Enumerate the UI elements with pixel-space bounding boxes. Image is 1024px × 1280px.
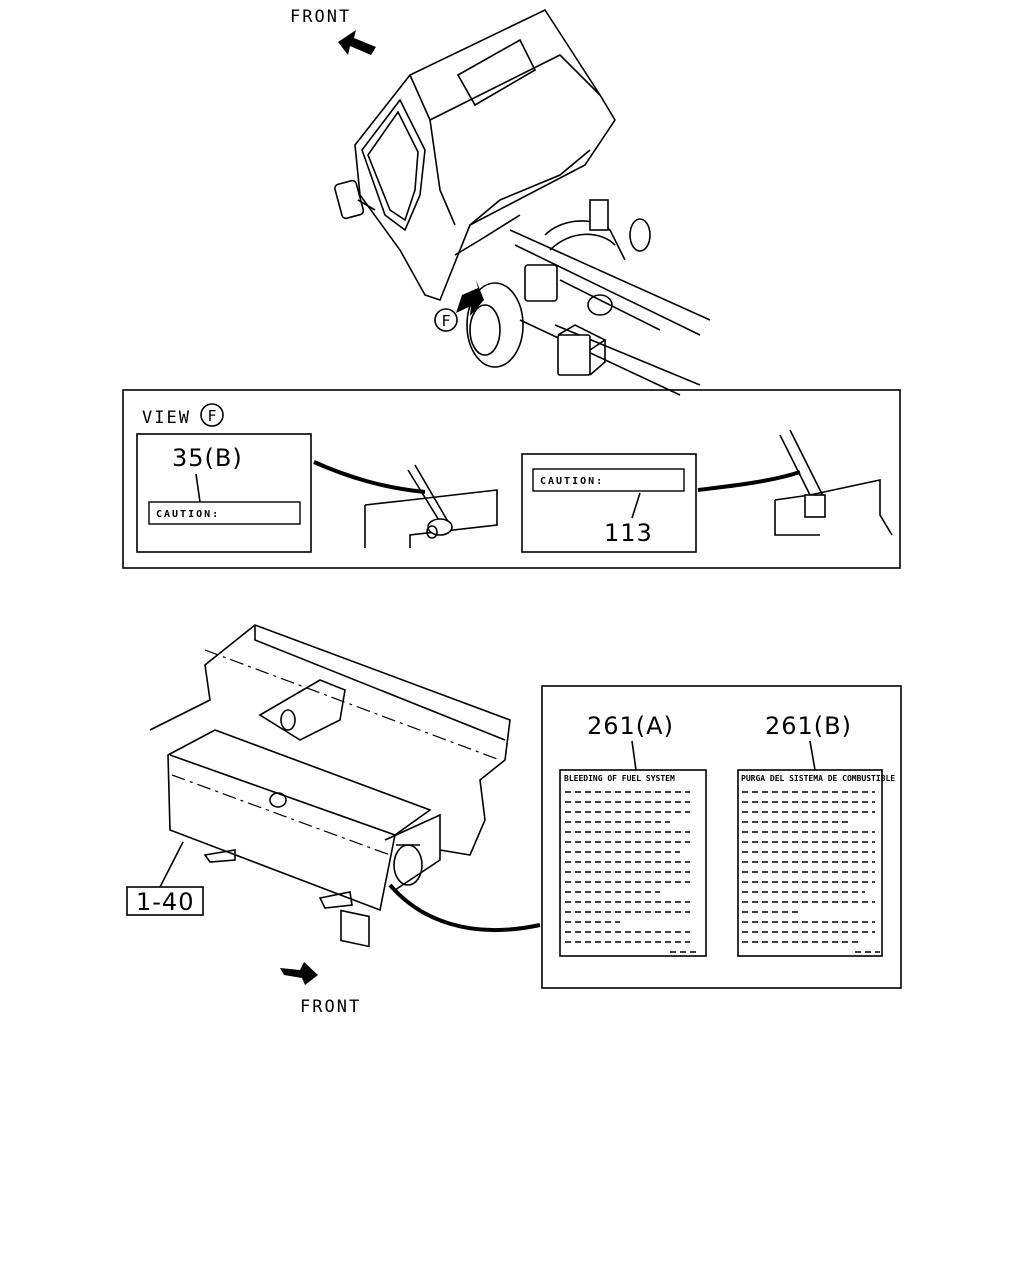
view-panel-marker-letter: F <box>207 407 216 425</box>
callout-35b: 35(B) <box>172 444 243 472</box>
callout-261a: 261(A) <box>587 712 674 740</box>
fuel-label-panel: 261(A) BLEEDING OF FUEL SYSTEM 261(B) PU… <box>541 685 902 989</box>
view-panel-title: VIEW <box>142 408 191 428</box>
fuel-tank-illustration: 1-40 FRONT <box>126 624 541 1017</box>
view-f-panel: VIEW F 35(B) CAUTION: CAUTION: 113 <box>122 389 901 569</box>
callout-261b: 261(B) <box>765 712 852 740</box>
label-text-lines-261b <box>742 791 880 953</box>
caution-label-35b: CAUTION: <box>156 509 220 520</box>
front-label-bottom: FRONT <box>300 997 361 1017</box>
label-heading-261b: PURGA DEL SISTEMA DE COMBUSTIBLE <box>741 774 895 783</box>
label-text-lines-261a <box>565 791 700 953</box>
caution-label-113: CAUTION: <box>540 476 604 487</box>
label-heading-261a: BLEEDING OF FUEL SYSTEM <box>564 774 675 783</box>
callout-113: 113 <box>604 519 653 547</box>
view-panel-marker-icon <box>200 403 224 427</box>
front-label-top: FRONT <box>290 7 351 27</box>
front-arrow-top-icon <box>338 30 376 55</box>
view-f-marker-icon <box>434 308 458 332</box>
view-f-marker-letter: F <box>441 312 450 330</box>
front-arrow-bottom-icon <box>280 962 318 985</box>
view-direction-arrow-icon <box>456 280 484 316</box>
tilted-cab-illustration: FRONT <box>290 7 711 396</box>
part-ref-1-40: 1-40 <box>136 888 194 916</box>
